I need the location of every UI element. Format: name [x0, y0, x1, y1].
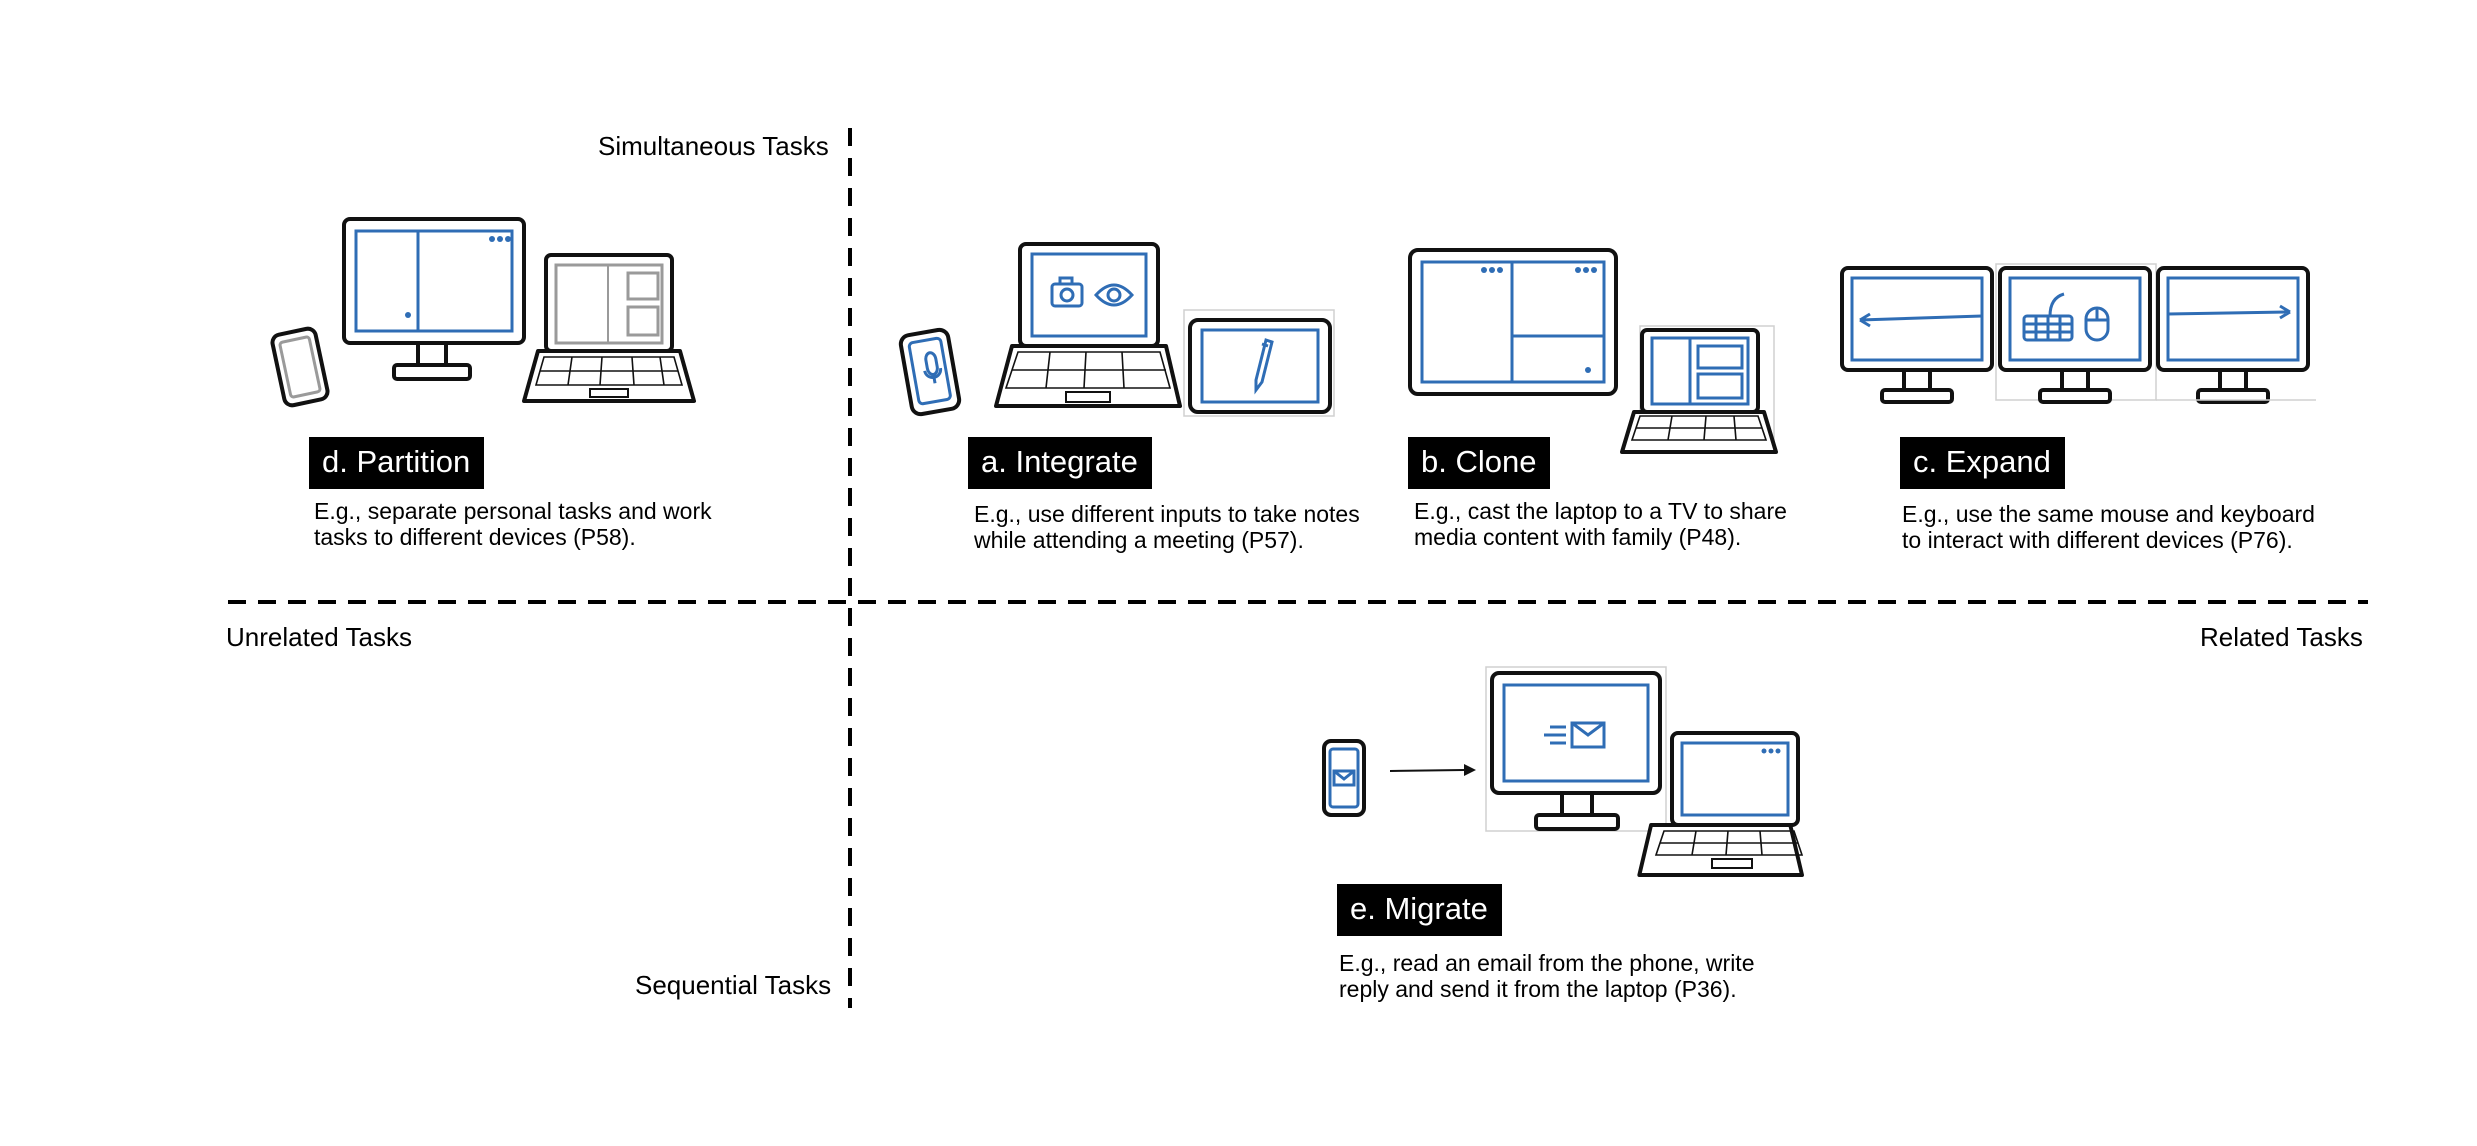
horizontal-axis-line	[228, 600, 2368, 604]
monitor-icon	[342, 217, 526, 381]
expand-label: c. Expand	[1900, 437, 2065, 489]
partition-description: E.g., separate personal tasks and work t…	[314, 498, 712, 550]
clone-label: b. Clone	[1408, 437, 1551, 489]
integrate-label: a. Integrate	[968, 437, 1152, 489]
laptop-icon	[522, 253, 696, 403]
integrate-description: E.g., use different inputs to take notes…	[974, 501, 1360, 553]
axis-label-simultaneous: Simultaneous Tasks	[598, 131, 829, 161]
clone-illustration	[1408, 248, 1778, 454]
axis-label-related: Related Tasks	[2200, 622, 2363, 652]
partition-label: d. Partition	[309, 437, 485, 489]
axis-label-sequential: Sequential Tasks	[635, 970, 832, 1000]
partition-illustration	[270, 217, 696, 408]
vertical-axis-line	[848, 128, 852, 1008]
migrate-description: E.g., read an email from the phone, writ…	[1339, 950, 1755, 1002]
phone-icon	[1322, 739, 1366, 817]
clone-description: E.g., cast the laptop to a TV to share m…	[1414, 498, 1787, 550]
expand-description: E.g., use the same mouse and keyboard to…	[1902, 501, 2315, 553]
laptop-icon	[1620, 328, 1778, 454]
camera-icon	[1050, 276, 1084, 308]
expand-illustration	[1840, 263, 2316, 404]
laptop-icon	[994, 242, 1182, 408]
eye-icon	[1093, 283, 1135, 307]
email-icon	[1544, 721, 1606, 749]
laptop-icon	[1637, 731, 1804, 877]
tv-icon	[1408, 248, 1618, 396]
mouse-icon	[2084, 306, 2110, 342]
pen-icon	[1254, 338, 1274, 395]
monitor-icon	[1490, 671, 1662, 831]
center-monitor-icon	[1998, 266, 2152, 404]
right-monitor-icon	[2156, 266, 2310, 404]
integrate-illustration	[898, 242, 1335, 417]
envelope-icon	[1332, 769, 1356, 787]
phone-icon	[898, 327, 962, 417]
phone-icon	[270, 326, 330, 408]
axis-label-unrelated: Unrelated Tasks	[226, 622, 412, 652]
migrate-label: e. Migrate	[1337, 884, 1502, 936]
migrate-illustration	[1322, 666, 1804, 877]
keyboard-icon	[2022, 292, 2074, 342]
left-monitor-icon	[1840, 266, 1994, 404]
arrow-icon	[1389, 764, 1476, 776]
tablet-icon	[1188, 318, 1332, 414]
